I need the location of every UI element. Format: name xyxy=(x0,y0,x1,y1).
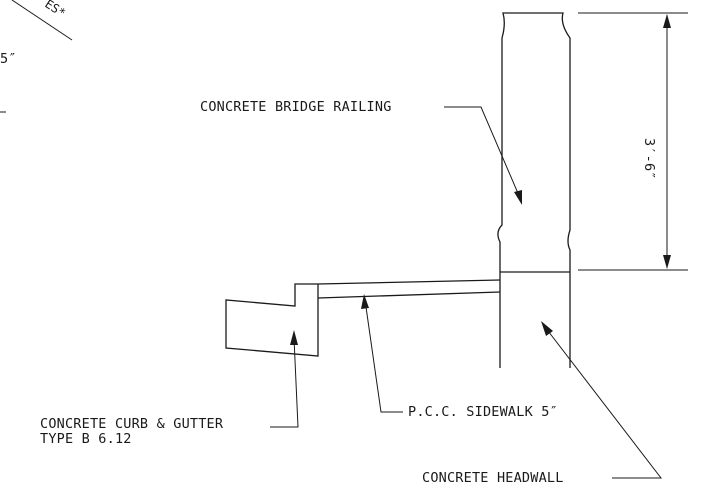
sidewalk-top-line xyxy=(317,279,501,285)
leader-sidewalk-arrow xyxy=(361,294,369,309)
bridge-railing-label: CONCRETE BRIDGE RAILING xyxy=(200,99,392,115)
dimension-arrow-top xyxy=(663,14,671,28)
leader-curb xyxy=(270,337,299,428)
dimension-arrow-bottom xyxy=(663,255,671,269)
leader-bridge-railing-arrow xyxy=(514,190,522,205)
dimension-label: 3′-6″ xyxy=(641,138,657,180)
cutoff-dimension-label: 5″ xyxy=(0,51,17,67)
headwall-label: CONCRETE HEADWALL xyxy=(422,470,564,486)
sidewalk-label: P.C.C. SIDEWALK 5″ xyxy=(408,404,558,420)
cutoff-diagonal-label: ES* xyxy=(42,0,68,20)
leader-bridge-railing xyxy=(444,106,521,199)
leader-curb-arrow xyxy=(290,330,298,345)
curb-gutter-label-line2: TYPE B 6.12 xyxy=(40,431,132,447)
leader-sidewalk xyxy=(364,299,403,413)
curb-gutter-outline xyxy=(225,283,319,357)
cutoff-diagonal-line xyxy=(11,0,73,41)
bridge-railing-outline xyxy=(497,12,571,272)
leader-headwall-arrow xyxy=(541,321,553,336)
sidewalk-bottom-line xyxy=(317,291,501,299)
leader-headwall xyxy=(544,326,663,479)
curb-gutter-label-line1: CONCRETE CURB & GUTTER xyxy=(40,416,224,432)
